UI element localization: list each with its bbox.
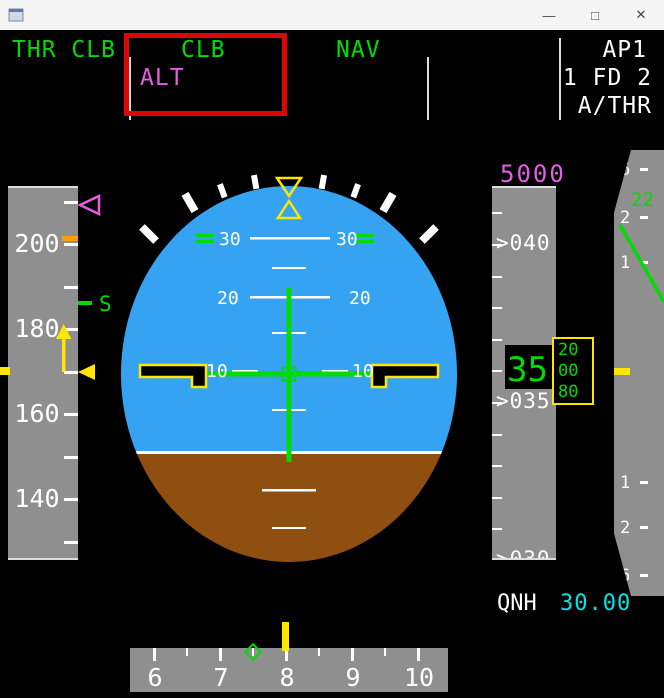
tick-mark bbox=[64, 371, 78, 374]
tick-mark bbox=[492, 497, 502, 499]
tick-mark bbox=[252, 648, 254, 656]
tick-mark bbox=[492, 276, 502, 278]
tick-mark bbox=[492, 528, 502, 530]
altitude-value-040: >040 bbox=[496, 231, 551, 255]
tick-mark bbox=[64, 286, 78, 289]
tick-mark bbox=[640, 168, 648, 171]
window-controls: — □ ✕ bbox=[526, 0, 664, 30]
pitch-label-10-right: 10 bbox=[352, 361, 374, 382]
tick-mark bbox=[492, 212, 502, 214]
tick-mark bbox=[492, 434, 502, 436]
pitch-label-30-left: 30 bbox=[219, 229, 241, 250]
heading-value-070: 7 bbox=[213, 663, 229, 692]
tick-mark bbox=[492, 307, 502, 309]
fma-divider bbox=[129, 57, 131, 120]
vs-scale-2-down: 2 bbox=[620, 518, 631, 538]
pitch-label-10-left: 10 bbox=[206, 361, 228, 382]
qnh-value: 30.00 bbox=[560, 591, 632, 616]
fma-ap-status: AP1 bbox=[602, 37, 647, 63]
tick-mark bbox=[640, 261, 648, 264]
altitude-window-box bbox=[552, 337, 594, 405]
fma-athr-status: A/THR bbox=[577, 93, 652, 119]
vertical-speed-value: 22 bbox=[631, 189, 654, 211]
heading-value-090: 9 bbox=[345, 663, 361, 692]
tick-mark bbox=[64, 243, 78, 246]
vs-scale-1-up: 1 bbox=[620, 253, 631, 273]
speed-value-140: 140 bbox=[14, 484, 60, 513]
pitch-label-30-right: 30 bbox=[336, 229, 358, 250]
minimize-button[interactable]: — bbox=[542, 7, 556, 23]
vs-scale-2-up: 2 bbox=[620, 208, 631, 228]
tick-mark bbox=[640, 216, 648, 219]
speed-value-180: 180 bbox=[14, 314, 60, 343]
s-speed-marker: S bbox=[99, 292, 112, 316]
fma-divider bbox=[559, 38, 561, 120]
tick-mark bbox=[64, 498, 78, 501]
altitude-drum-lower: 80 bbox=[558, 382, 579, 402]
tick-mark bbox=[492, 370, 502, 372]
fma-fd-status: 1 FD 2 bbox=[562, 65, 652, 91]
tick-mark bbox=[153, 648, 156, 661]
tick-mark bbox=[64, 541, 78, 544]
maximize-button[interactable]: □ bbox=[591, 7, 599, 23]
current-altitude-hundreds: 35 bbox=[507, 350, 548, 390]
altitude-window-background bbox=[505, 345, 555, 389]
speed-tape: 200 180 160 140 bbox=[8, 186, 78, 560]
tick-mark bbox=[492, 465, 502, 467]
vertical-speed-tape: 6 2 1 1 2 6 bbox=[614, 150, 664, 596]
tick-mark bbox=[285, 648, 288, 661]
speed-value-160: 160 bbox=[14, 399, 60, 428]
fma-autothrust-mode: THR CLB bbox=[12, 37, 116, 63]
altitude-value-035: >035 bbox=[496, 389, 551, 413]
tick-mark bbox=[384, 648, 386, 656]
close-button[interactable]: ✕ bbox=[635, 7, 647, 22]
altitude-drum-current: 00 bbox=[558, 361, 579, 381]
pitch-label-20-left: 20 bbox=[217, 288, 239, 309]
altitude-value-030: >030 bbox=[496, 547, 551, 560]
fma-divider bbox=[427, 57, 429, 120]
target-altitude: 5000 bbox=[500, 160, 566, 188]
fma-highlight-box bbox=[124, 33, 287, 116]
tick-mark bbox=[64, 456, 78, 459]
fma-armed-mode: ALT bbox=[140, 65, 185, 91]
vs-scale-1-down: 1 bbox=[620, 473, 631, 493]
tick-mark bbox=[351, 648, 354, 661]
altitude-drum-upper: 20 bbox=[558, 340, 579, 360]
tick-mark bbox=[492, 402, 502, 404]
title-bar: — □ ✕ bbox=[0, 0, 664, 31]
heading-value-100: 10 bbox=[403, 663, 435, 692]
heading-tape: 6 7 8 9 10 bbox=[130, 648, 448, 692]
tick-mark bbox=[640, 481, 648, 484]
qnh-label: QNH bbox=[497, 591, 537, 616]
tick-mark bbox=[640, 574, 648, 577]
speed-value-200: 200 bbox=[14, 229, 60, 258]
tick-mark bbox=[492, 339, 502, 341]
tick-mark bbox=[64, 328, 78, 331]
tick-mark bbox=[640, 526, 648, 529]
tick-mark bbox=[219, 648, 222, 661]
tick-mark bbox=[64, 201, 78, 204]
heading-value-060: 6 bbox=[147, 663, 163, 692]
tick-mark bbox=[318, 648, 320, 656]
tick-mark bbox=[417, 648, 420, 661]
app-icon bbox=[8, 8, 24, 22]
fma-lateral-mode: NAV bbox=[336, 37, 381, 63]
pitch-label-20-right: 20 bbox=[349, 288, 371, 309]
heading-value-080: 8 bbox=[279, 663, 295, 692]
tick-mark bbox=[186, 648, 188, 656]
fma-vertical-mode: CLB bbox=[181, 37, 226, 63]
tick-mark bbox=[64, 413, 78, 416]
tick-mark bbox=[492, 244, 502, 246]
